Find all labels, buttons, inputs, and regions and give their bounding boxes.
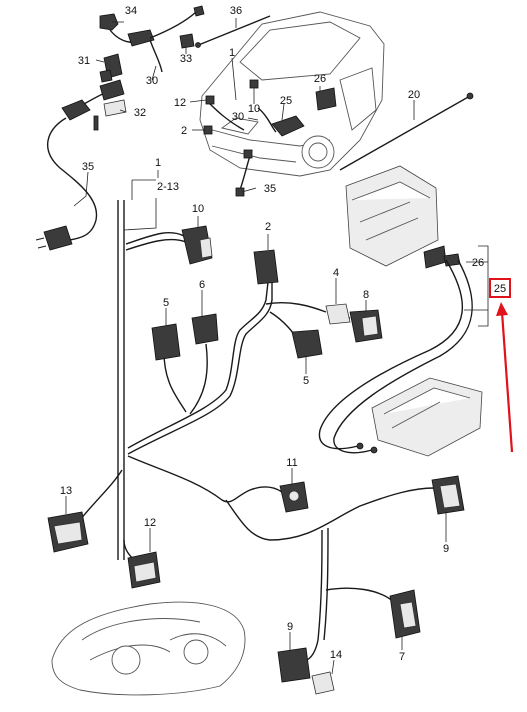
connector-11 — [279, 481, 309, 513]
connector-13 — [47, 511, 89, 553]
label-32: 32 — [134, 107, 146, 119]
label-2: 2 — [265, 221, 271, 233]
label-33: 33 — [180, 53, 192, 65]
headlight — [51, 601, 246, 696]
label-6: 6 — [199, 279, 205, 291]
label-31: 31 — [78, 55, 90, 67]
connector-2 — [253, 249, 279, 285]
label-1-harness: 1 — [155, 157, 161, 169]
label-5-right: 5 — [303, 375, 309, 387]
label-12-car: 12 — [174, 97, 186, 109]
connector-8 — [349, 309, 383, 343]
connector-7 — [389, 589, 421, 639]
label-9-right: 9 — [443, 543, 449, 555]
label-11: 11 — [286, 457, 297, 469]
label-30-car: 30 — [232, 111, 244, 123]
label-5-left: 5 — [163, 297, 169, 309]
label-35-car: 35 — [264, 183, 276, 195]
connector-6 — [191, 313, 219, 345]
highlighted-label-25: 25 — [489, 278, 511, 298]
label-34: 34 — [125, 5, 137, 17]
connector-5-left — [151, 323, 181, 361]
label-4: 4 — [333, 267, 339, 279]
rod-20 — [339, 92, 474, 171]
label-25-car: 25 — [280, 95, 292, 107]
label-1-top: 1 — [229, 47, 235, 59]
label-7: 7 — [399, 651, 405, 663]
fuse-box-lower — [371, 377, 483, 457]
label-2-13: 2-13 — [157, 181, 179, 193]
label-36: 36 — [230, 5, 242, 17]
cable-25 — [318, 259, 473, 454]
connector-10 — [181, 225, 213, 265]
bracket-25-26 — [464, 245, 489, 327]
callout-labels: 34 36 1 31 33 30 26 20 12 10 25 32 2 30 … — [60, 5, 484, 663]
seal-32 — [103, 99, 127, 117]
label-25: 25 — [494, 283, 506, 295]
label-14: 14 — [330, 649, 342, 661]
highlight-box — [489, 278, 511, 298]
label-35: 35 — [82, 161, 94, 173]
highlight-arrow — [496, 302, 514, 453]
label-10: 10 — [192, 203, 204, 215]
label-2-car: 2 — [181, 125, 187, 137]
label-10-car: 10 — [248, 103, 260, 115]
clip-14 — [311, 671, 335, 695]
label-13: 13 — [60, 485, 72, 497]
connector-9-right — [431, 475, 465, 515]
car-illustration — [199, 11, 385, 197]
label-20: 20 — [408, 89, 420, 101]
cable-35-plug — [35, 79, 125, 251]
fuse-box-upper — [345, 165, 461, 269]
rod-36 — [195, 15, 271, 48]
label-30-top: 30 — [146, 75, 158, 87]
connector-12 — [127, 551, 161, 589]
label-26-car: 26 — [314, 73, 326, 85]
clip-33 — [179, 33, 195, 49]
cable-30-top — [149, 5, 205, 73]
label-8: 8 — [363, 289, 369, 301]
leader-lines — [65, 18, 447, 675]
connector-5-right — [291, 329, 323, 359]
label-26: 26 — [472, 257, 484, 269]
label-9-bottom: 9 — [287, 621, 293, 633]
connector-31 — [99, 53, 123, 83]
label-12: 12 — [144, 517, 156, 529]
connector-9-bottom — [277, 647, 311, 683]
bracket-34 — [99, 13, 155, 47]
connector-4 — [325, 303, 351, 325]
